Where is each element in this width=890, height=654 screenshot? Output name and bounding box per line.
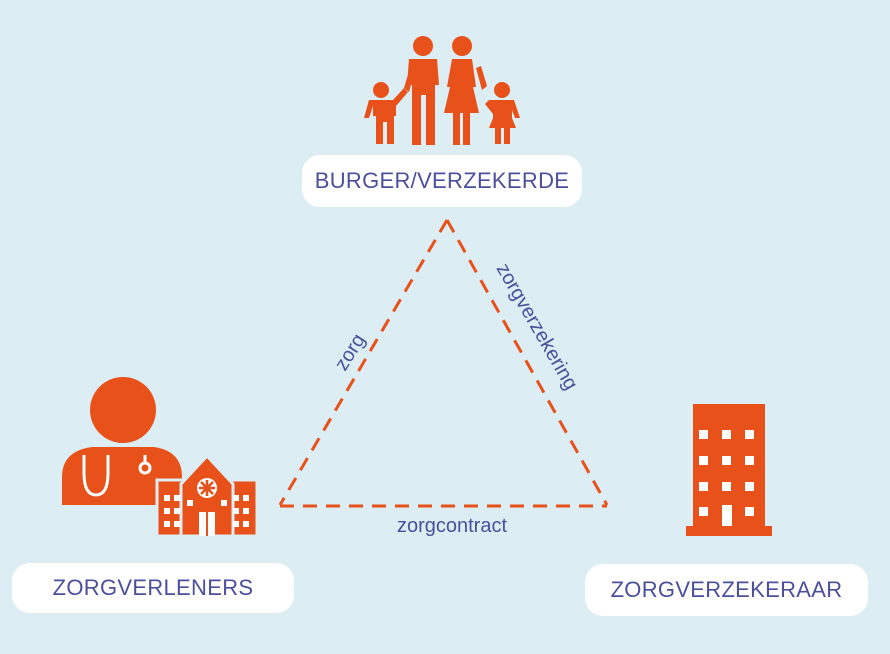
relation-triangle xyxy=(278,219,609,508)
family-icon xyxy=(364,36,520,145)
node-zorgverleners: ZORGVERLENERS xyxy=(12,563,294,613)
node-burger-verzekerde: BURGER/VERZEKERDE xyxy=(302,155,582,207)
edge-zorgverzekering-line xyxy=(445,219,609,506)
edge-zorg-line xyxy=(278,219,449,506)
doctor-hospital-icon xyxy=(62,377,259,538)
node-zorgverzekeraar: ZORGVERZEKERAAR xyxy=(585,564,868,616)
node-zorgverleners-label: ZORGVERLENERS xyxy=(52,575,254,600)
node-burger-label: BURGER/VERZEKERDE xyxy=(314,168,570,193)
edge-label-zorg: zorg xyxy=(331,330,370,375)
office-building-icon xyxy=(686,404,772,536)
node-zorgverzekeraar-label: ZORGVERZEKERAAR xyxy=(610,577,843,602)
edge-label-zorgcontract: zorgcontract xyxy=(397,515,507,537)
